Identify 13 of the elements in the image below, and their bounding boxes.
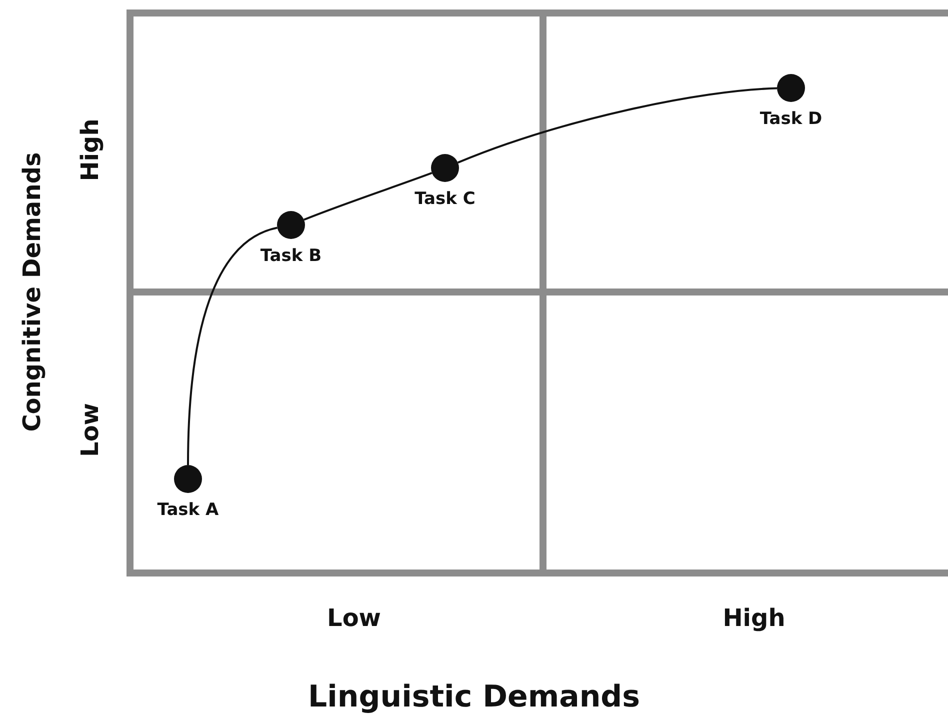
curve-line [304,172,432,221]
axis-tick-label: High [722,604,786,632]
axis-title: Congnitive Demands [18,152,46,432]
axis-tick-label: Low [327,604,381,632]
axis-tick-label: Low [76,403,104,457]
task-label: Task B [260,246,322,266]
axis-title: Linguistic Demands [308,680,640,714]
curve-line [187,226,278,466]
task-label: Task A [157,500,219,520]
curve-line [458,87,778,164]
task-label: Task C [414,189,476,209]
axis-tick-label: High [76,118,104,182]
task-label: Task D [760,109,822,129]
